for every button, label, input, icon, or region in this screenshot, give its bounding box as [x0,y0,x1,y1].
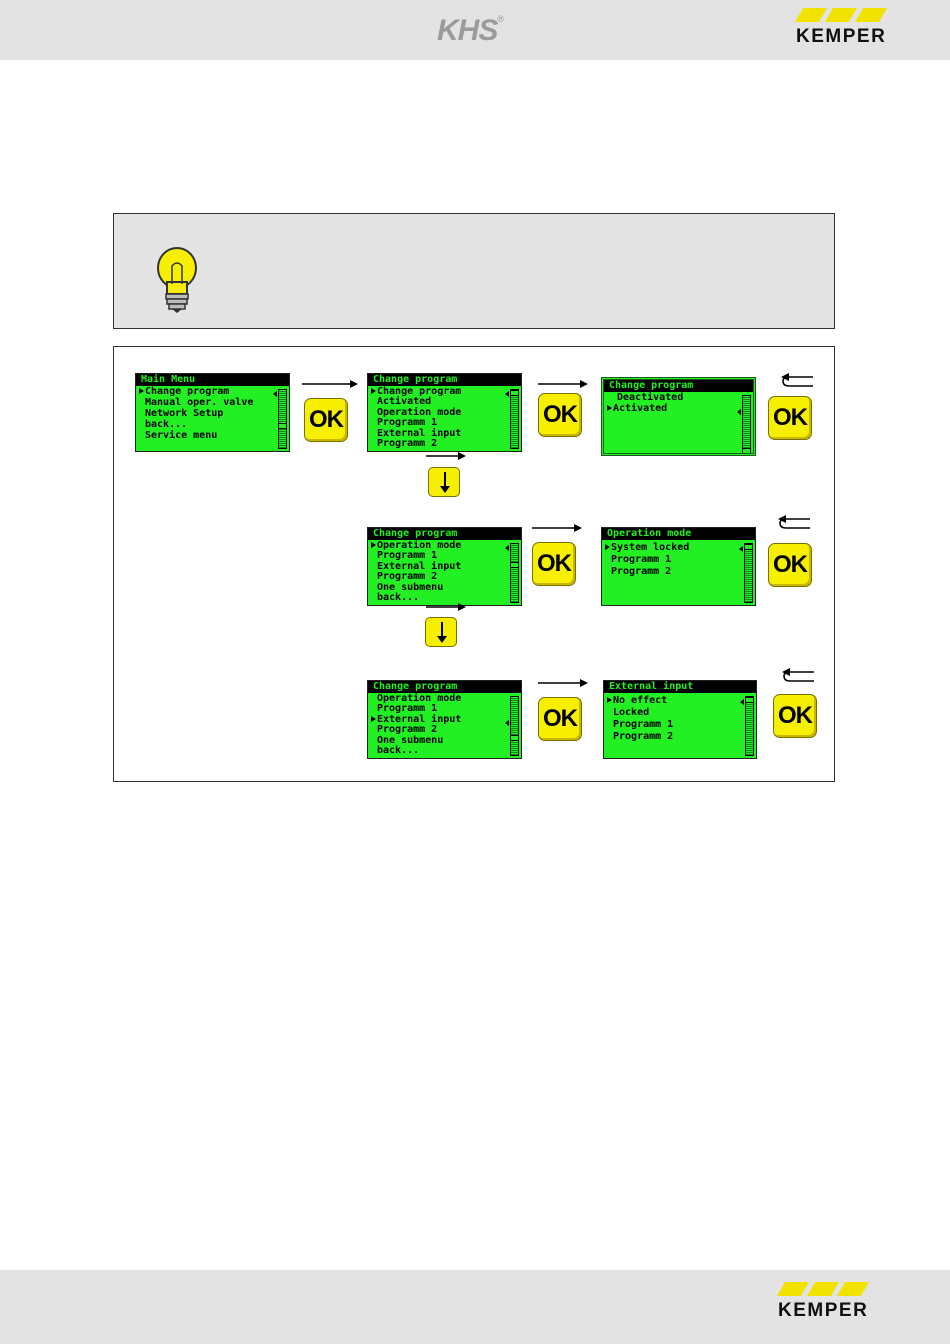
lcd-change-program-1: Change program Change program Activated … [367,373,522,452]
ok-button[interactable]: OK [532,542,576,586]
arrow-down-icon [440,472,450,493]
kemper-logo: KEMPER [795,8,888,48]
arrow-right-icon [426,603,466,611]
lcd-main-menu: Main Menu Change program Manual oper. va… [135,373,290,452]
down-button[interactable] [428,467,460,497]
page-header: KHS® KEMPER [0,0,950,60]
lcd-external-input: External input No effect Locked Programm… [603,680,757,759]
arrow-right-icon [426,452,466,460]
down-button[interactable] [425,617,457,647]
arrow-right-icon [532,524,582,532]
tip-box [113,213,835,329]
ok-button[interactable]: OK [768,543,812,587]
return-arrow-icon [778,515,810,529]
arrow-right-icon [302,380,358,388]
arrow-right-icon [538,679,588,687]
ok-button[interactable]: OK [768,396,812,440]
page-footer: KEMPER [0,1270,950,1344]
ok-button[interactable]: OK [773,694,817,738]
arrow-right-icon [538,380,588,388]
lcd-change-program-2: Change program Operation mode Programm 1… [367,527,522,606]
lcd-change-program-3: Change program Operation mode Programm 1… [367,680,522,759]
lcd-change-program-sub: Change program Deactivated Activated [601,377,756,456]
khs-logo: KHS® [437,14,504,47]
lightbulb-icon [157,247,197,313]
ok-button[interactable]: OK [538,697,582,741]
return-arrow-icon [782,668,814,682]
lcd-operation-mode: Operation mode System locked Programm 1 … [601,527,756,606]
return-arrow-icon [781,373,813,387]
kemper-logo: KEMPER [777,1282,870,1322]
ok-button[interactable]: OK [304,398,348,442]
arrow-down-icon [437,622,447,643]
menu-flow-diagram: Main Menu Change program Manual oper. va… [113,346,835,782]
ok-button[interactable]: OK [538,393,582,437]
